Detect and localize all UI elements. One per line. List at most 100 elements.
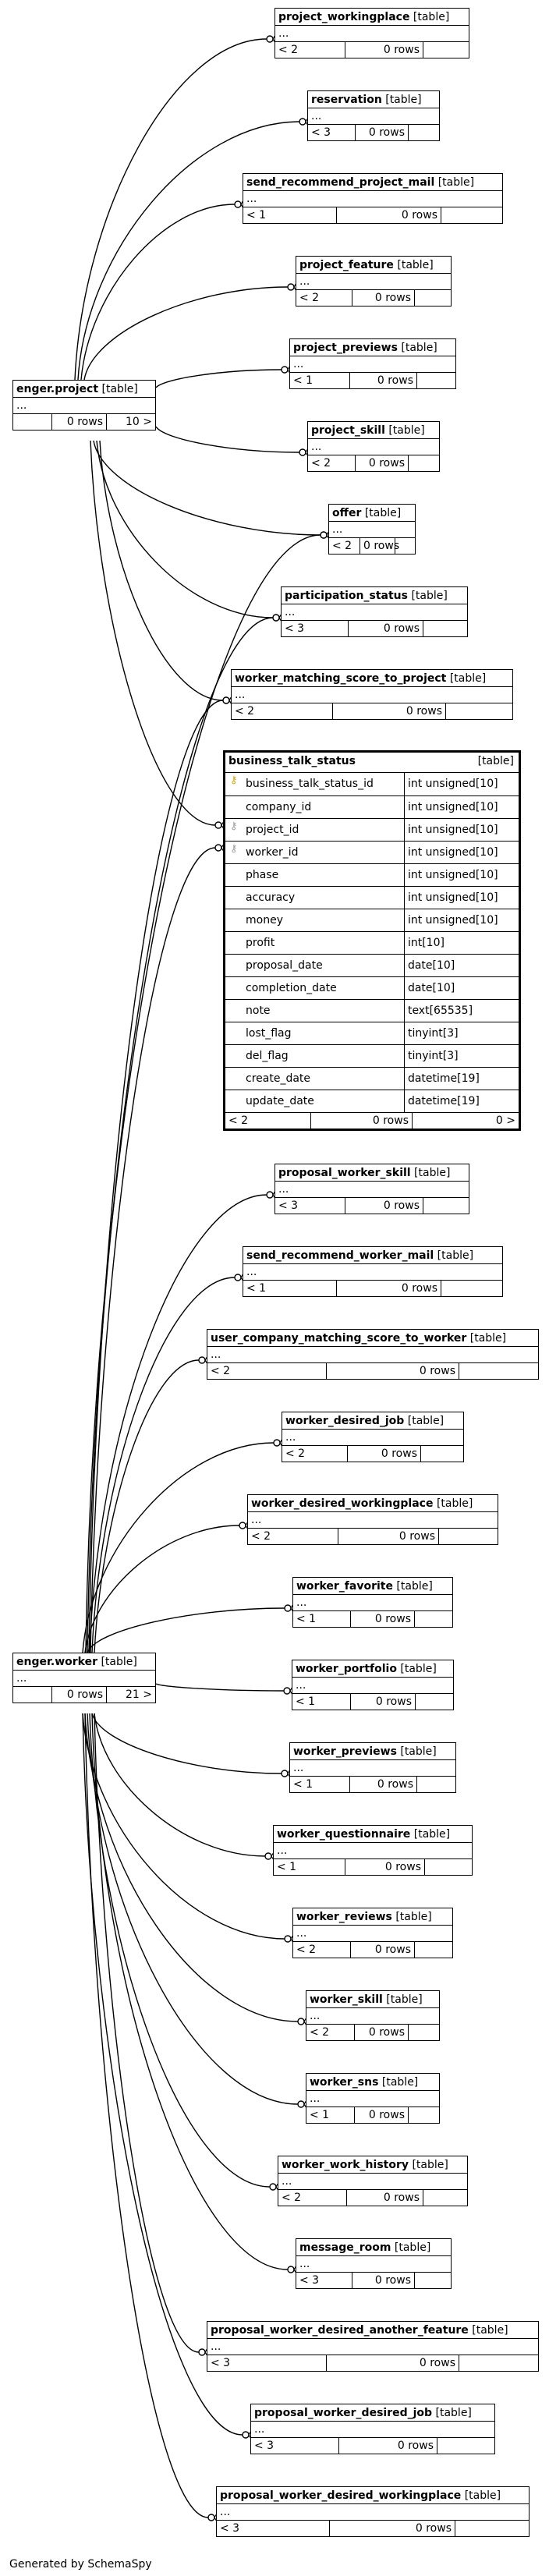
children-count: 21 > (126, 1688, 152, 1701)
children-count (441, 1281, 502, 1296)
crowfoot-zero-marker (273, 1439, 281, 1447)
column-type: date[10] (403, 976, 519, 1000)
parents-count: < 2 (308, 455, 356, 471)
parents-count: < 2 (278, 2190, 347, 2206)
table-name: worker_portfolio (296, 1663, 397, 1675)
row-count: 0 rows (327, 2355, 459, 2371)
table-type-label: [table] (407, 1415, 445, 1427)
table-name: worker_questionnaire (277, 1828, 411, 1841)
table-header: worker_skill [table] (306, 1991, 439, 2008)
collapsed-columns: ... (329, 522, 415, 538)
crowfoot-zero-marker (234, 200, 242, 208)
project-edge (155, 369, 282, 388)
table-type-label: [table] (464, 2489, 501, 2502)
table-type-label: [table] (472, 2324, 508, 2337)
crowfoot-zero-marker (239, 1522, 246, 1529)
crowfoot-zero-marker (222, 696, 230, 704)
project-edge (155, 426, 300, 453)
table-proposal-worker-desired-job[interactable]: proposal_worker_desired_job [table]...< … (250, 2404, 495, 2454)
parents-count: < 3 (308, 125, 356, 140)
table-user-company-matching-score-to-worker[interactable]: user_company_matching_score_to_worker [t… (207, 1329, 539, 1380)
collapsed-columns: ... (292, 1678, 453, 1694)
parents-count: < 2 (232, 703, 333, 719)
children-count (415, 1611, 452, 1627)
table-proposal-worker-desired-another-feature[interactable]: proposal_worker_desired_another_feature … (207, 2321, 539, 2372)
children-count (409, 125, 439, 140)
worker-edge (84, 1713, 299, 2022)
parents-count: < 2 (293, 1942, 351, 1958)
table-name: worker_desired_job (285, 1415, 405, 1427)
column-type: datetime[19] (403, 1090, 519, 1113)
parents-count: < 1 (243, 207, 337, 223)
column-type: int[10] (403, 931, 519, 955)
table-worker-desired-workingplace[interactable]: worker_desired_workingplace [table]...< … (247, 1494, 498, 1545)
table-name: worker_matching_score_to_project (235, 672, 447, 685)
column-type: int unsigned[10] (403, 909, 519, 932)
table-worker-matching-score-to-project[interactable]: worker_matching_score_to_project [table]… (231, 669, 513, 720)
table-header: proposal_worker_desired_job [table] (251, 2404, 494, 2422)
crowfoot-zero-marker (284, 1604, 292, 1612)
foreign-key-icon: ⚷ (230, 842, 238, 855)
worker-edge (91, 1713, 282, 1774)
collapsed-columns: ... (243, 1264, 502, 1281)
collapsed-columns: ... (306, 2008, 439, 2025)
parents-count: < 2 (329, 538, 360, 554)
foreign-key-icon: ⚷ (230, 820, 238, 832)
children-count (417, 373, 455, 388)
table-type-label: [table] (413, 1828, 451, 1841)
table-header: worker_desired_job [table] (282, 1412, 463, 1430)
table-name: project_feature (299, 259, 394, 271)
children-count (415, 290, 451, 306)
focus-table-business-talk-status[interactable]: business_talk_status[table]⚷business_tal… (223, 750, 521, 1131)
table-send-recommend-worker-mail[interactable]: send_recommend_worker_mail [table]...< 1… (243, 1246, 503, 1297)
column-type: text[65535] (403, 999, 519, 1022)
children-count (415, 2273, 451, 2288)
parents-count: < 2 (282, 1446, 348, 1462)
column-name: accuracy (225, 886, 405, 909)
table-proposal-worker-desired-workingplace[interactable]: proposal_worker_desired_workingplace [ta… (216, 2486, 530, 2537)
column-type: int unsigned[10] (403, 773, 519, 796)
project-edge (96, 440, 274, 618)
column-name: ⚷project_id (225, 818, 405, 842)
children-count (417, 1777, 455, 1792)
collapsed-columns: ... (251, 2422, 494, 2438)
collapsed-columns: ... (13, 398, 155, 414)
table-send-recommend-project-mail[interactable]: send_recommend_project_mail [table]...< … (243, 173, 503, 224)
crowfoot-zero-marker (287, 283, 295, 291)
table-header: proposal_worker_skill [table] (275, 1164, 469, 1182)
collapsed-columns: ... (248, 1512, 498, 1529)
column-name: create_date (225, 1067, 405, 1090)
table-name: project_workingplace (278, 11, 410, 23)
children-count: 0 > (495, 1114, 515, 1127)
table-name: offer (332, 507, 362, 519)
